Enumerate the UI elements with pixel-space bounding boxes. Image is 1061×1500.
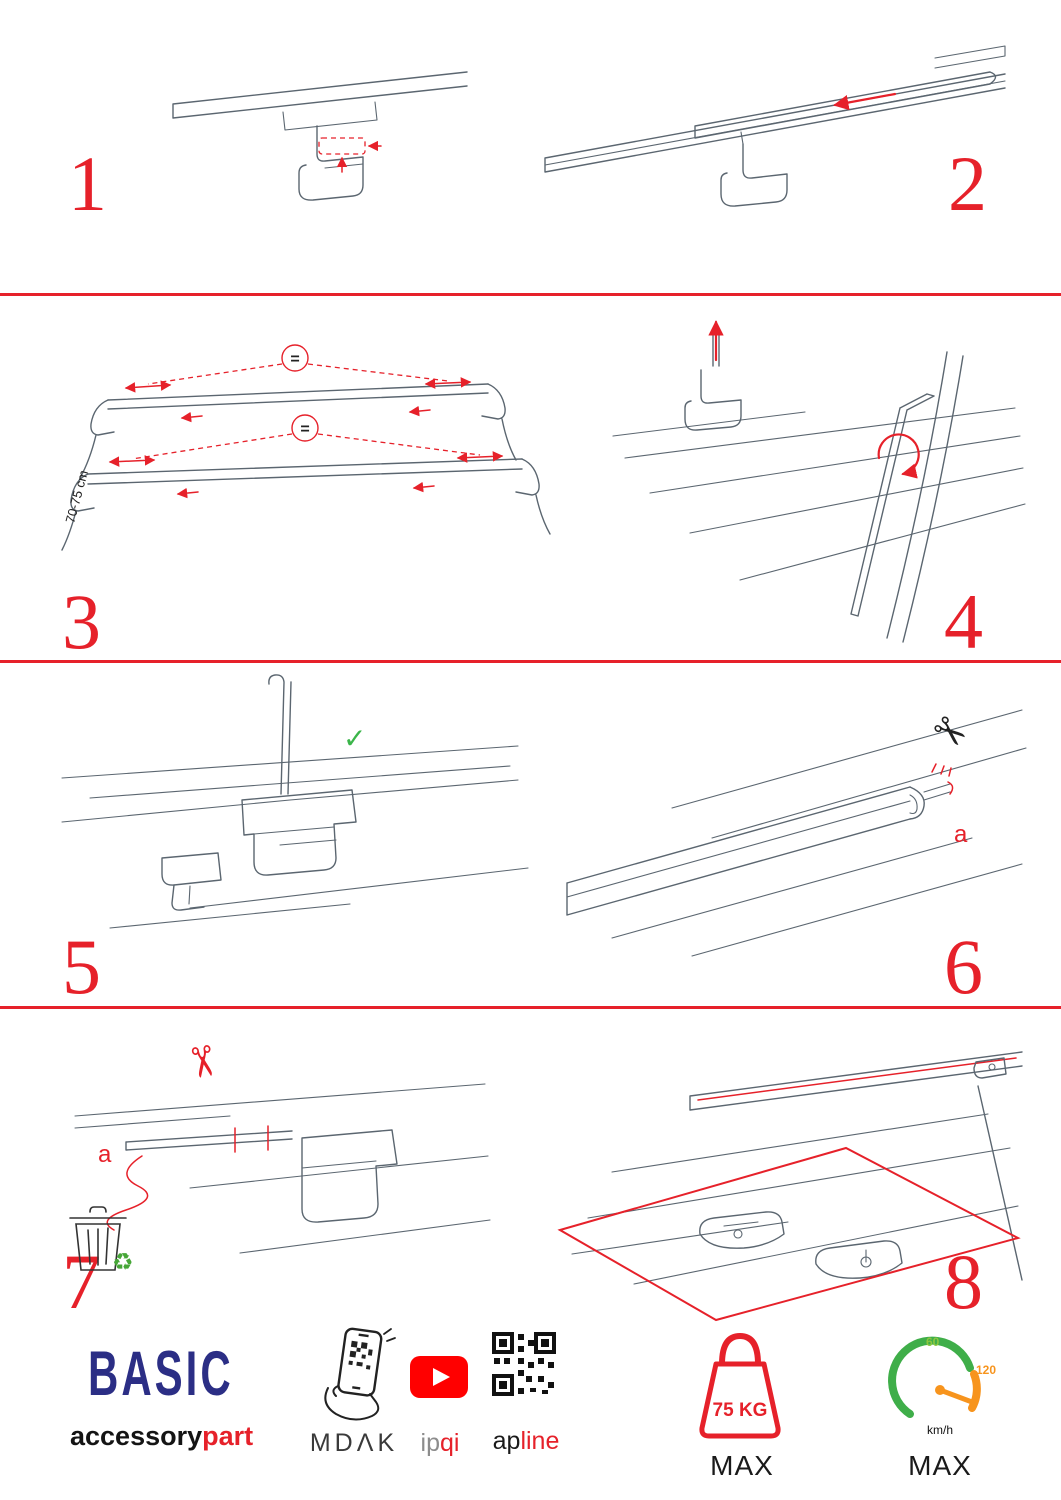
partner-logo-apline: apline [478, 1427, 574, 1456]
check-icon: ✓ [343, 722, 366, 755]
speedo-low-label: 60 [926, 1335, 940, 1349]
step-2-illustration [544, 45, 1006, 207]
apline-word-ap: ap [492, 1427, 521, 1455]
apline-word-line: line [520, 1427, 560, 1455]
cut-label-a: a [98, 1141, 112, 1168]
ipqi-word-qi: qi [440, 1429, 460, 1457]
step-7-illustration: ✂ a ♻ [69, 1040, 491, 1276]
trash-bin-icon [69, 1206, 127, 1271]
step-6-number: 6 [944, 923, 983, 1010]
dimension-label: 70-75 cm [62, 469, 91, 525]
step-3-illustration: = = 70-75 cm [61, 344, 551, 551]
brand-logo-accessorypart: accessorypart [70, 1421, 253, 1452]
step-2-number: 2 [948, 140, 987, 227]
step-5-illustration: ✓ [61, 674, 529, 929]
section-divider-2 [0, 660, 1061, 663]
recycle-icon: ♻ [112, 1249, 134, 1276]
step-1-number: 1 [68, 140, 107, 227]
step-7-number: 7 [62, 1238, 101, 1325]
brand-word-part: part [202, 1421, 254, 1451]
equals-badge-bottom: = [300, 421, 309, 438]
phone-scan-icon [324, 1327, 396, 1421]
scissors-icon: ✂ [176, 1040, 228, 1083]
speedo-high-label: 120 [976, 1363, 996, 1377]
weight-value: 75 KG [713, 1400, 768, 1421]
brand-logo-basic: BASIC [88, 1338, 234, 1409]
ipqi-word-ip: ip [420, 1429, 440, 1457]
step-3-number: 3 [62, 578, 101, 665]
step-5-number: 5 [62, 923, 101, 1010]
section-divider-1 [0, 293, 1061, 296]
partner-logo-ipqi: ipqi [412, 1429, 468, 1458]
weight-max-label: MAX [710, 1450, 774, 1481]
youtube-icon [410, 1356, 468, 1398]
equals-badge-top: = [290, 351, 299, 368]
qr-code-icon [492, 1332, 556, 1396]
scissors-icon: ✂ [922, 705, 976, 760]
speedometer-icon: 60 120 km/h [888, 1335, 996, 1437]
step-4-illustration [612, 320, 1026, 643]
speed-max-label: MAX [908, 1450, 972, 1481]
speedo-units-label: km/h [927, 1423, 953, 1437]
section-divider-3 [0, 1006, 1061, 1009]
step-6-illustration: ✂ a [566, 705, 1027, 957]
step-8-illustration [557, 1051, 1023, 1322]
step-1-illustration [172, 71, 468, 201]
weight-limit-icon: 75 KG [699, 1332, 781, 1439]
cut-label-a: a [954, 821, 968, 848]
brand-word-accessory: accessory [70, 1421, 203, 1451]
step-4-number: 4 [944, 578, 983, 665]
partner-logo-mdak: MDΛK [309, 1429, 399, 1457]
